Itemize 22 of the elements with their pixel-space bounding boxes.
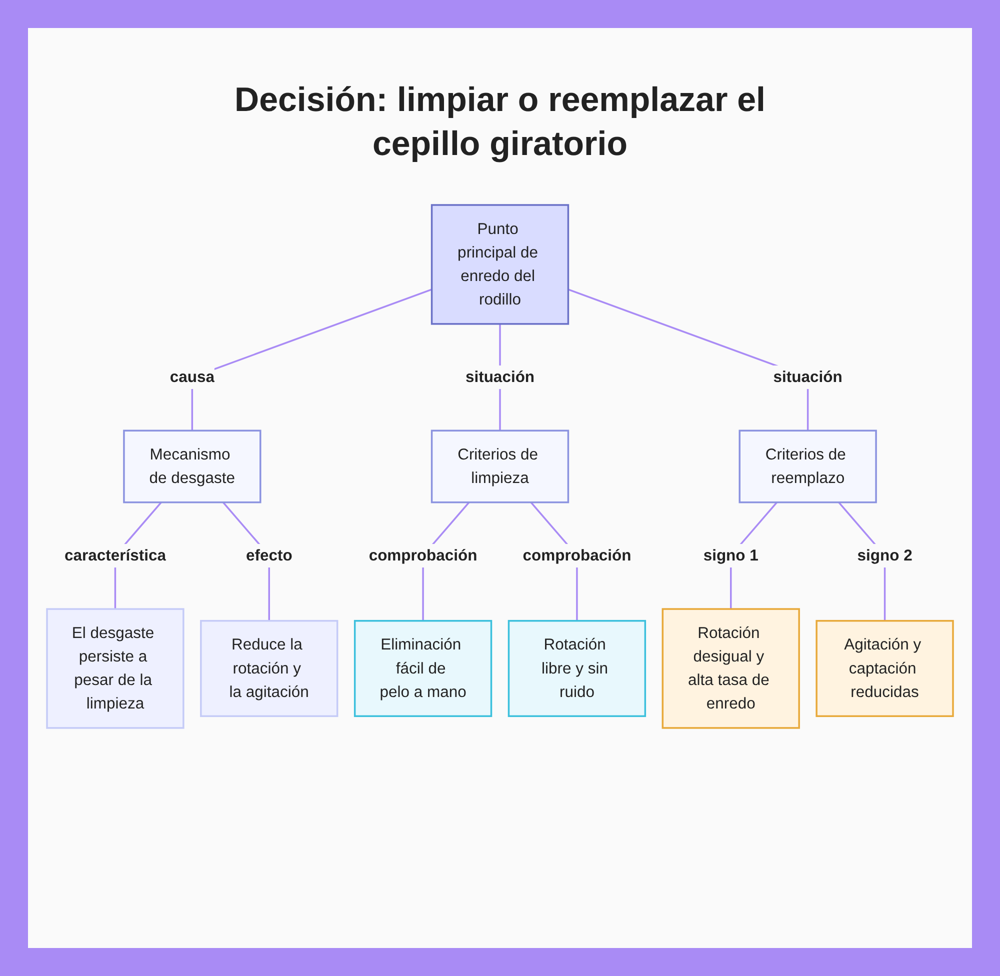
node-box (430, 204, 570, 325)
node-box (662, 608, 800, 729)
node-box (508, 620, 646, 718)
card-background: Decisión: limpiar o reemplazar el cepillo giratorio causa situación situación característica efecto comprobación comprobación signo 1 signo 2 Punto principal de enredo del rodillo Mecanismo de desgaste Criterios de limpieza Criterios de reemplazo El desgaste persiste a pesar de la limpieza Reduce la rotación y la agitación Eliminación fácil de pelo a mano Rotación libre y sin ruido Rotación desigual y alta tasa de enredo Agitación y captación reducidas (28, 28, 972, 948)
node-box (200, 620, 338, 718)
node-box (123, 430, 262, 504)
edge-label: comprobación (368, 546, 478, 564)
edge-label: comprobación (522, 546, 632, 564)
edge-label: característica (64, 546, 166, 564)
node-box (354, 620, 492, 718)
edge-label: situación (465, 368, 535, 386)
edge-label: situación (773, 368, 842, 386)
edge-label: signo 1 (703, 546, 758, 564)
edge-label: causa (170, 368, 214, 386)
edge-label: signo 2 (857, 546, 912, 564)
edge-label: efecto (246, 546, 292, 564)
node-box (430, 430, 570, 504)
node-box (816, 620, 954, 718)
title: Decisión: limpiar o reemplazar el cepillo giratorio (234, 80, 766, 166)
connector (191, 288, 432, 431)
node-box (738, 430, 877, 504)
node-box (46, 608, 184, 729)
